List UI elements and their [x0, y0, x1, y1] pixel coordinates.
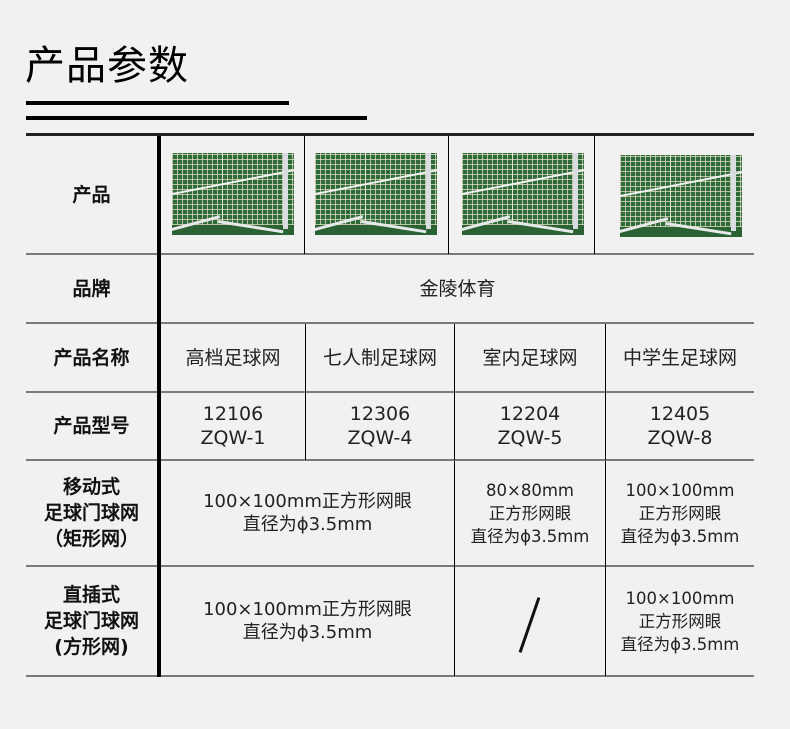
model-4: 12405 ZQW-8	[647, 403, 713, 449]
row-label-movable-net: 移动式 足球门球网 （矩形网）	[43, 476, 139, 550]
row-label-model: 产品型号	[53, 415, 130, 437]
page-title: 产品参数	[25, 43, 189, 89]
product-image-1	[172, 153, 294, 235]
product-name-2: 七人制足球网	[322, 346, 437, 369]
row-label-product-name: 产品名称	[53, 346, 130, 369]
row-divider	[26, 391, 754, 393]
movable-net-spec-3: 100×100mm 正方形网眼 直径为ϕ3.5mm	[620, 480, 740, 546]
column-divider	[594, 136, 595, 254]
movable-net-spec-2: 80×80mm 正方形网眼 直径为ϕ3.5mm	[470, 480, 590, 546]
table-bottom-rule	[26, 675, 754, 677]
plugin-net-spec-1: 100×100mm正方形网眼 直径为ϕ3.5mm	[203, 599, 412, 643]
brand-value: 金陵体育	[419, 277, 496, 300]
column-divider	[305, 324, 306, 460]
row-label-plugin-net: 直插式 足球门球网 (方形网)	[43, 584, 139, 658]
product-name-4: 中学生足球网	[622, 346, 737, 369]
product-name-3: 室内足球网	[482, 346, 578, 369]
row-label-brand: 品牌	[72, 277, 111, 300]
column-divider	[605, 461, 606, 676]
model-3: 12204 ZQW-5	[497, 403, 563, 449]
row-label-product: 产品	[72, 183, 111, 206]
title-underline-short	[26, 101, 289, 105]
row-divider	[26, 253, 754, 255]
model-1: 12106 ZQW-1	[200, 403, 266, 449]
product-image-3	[462, 153, 584, 235]
column-divider	[304, 136, 305, 254]
product-name-1: 高档足球网	[185, 346, 281, 369]
row-divider	[26, 459, 754, 461]
model-2: 12306 ZQW-4	[347, 403, 413, 449]
title-underline-long	[26, 116, 367, 120]
not-applicable-slash	[518, 597, 541, 653]
column-divider	[448, 136, 449, 254]
product-image-2	[315, 153, 437, 235]
movable-net-spec-1: 100×100mm正方形网眼 直径为ϕ3.5mm	[203, 491, 412, 535]
row-divider	[26, 565, 754, 567]
column-divider	[454, 324, 455, 460]
product-image-4	[620, 155, 742, 237]
plugin-net-spec-3: 100×100mm 正方形网眼 直径为ϕ3.5mm	[620, 588, 740, 654]
column-divider	[605, 324, 606, 460]
row-divider	[26, 322, 754, 324]
label-column-divider	[157, 136, 161, 677]
table-top-rule	[26, 133, 754, 136]
column-divider	[454, 461, 455, 676]
